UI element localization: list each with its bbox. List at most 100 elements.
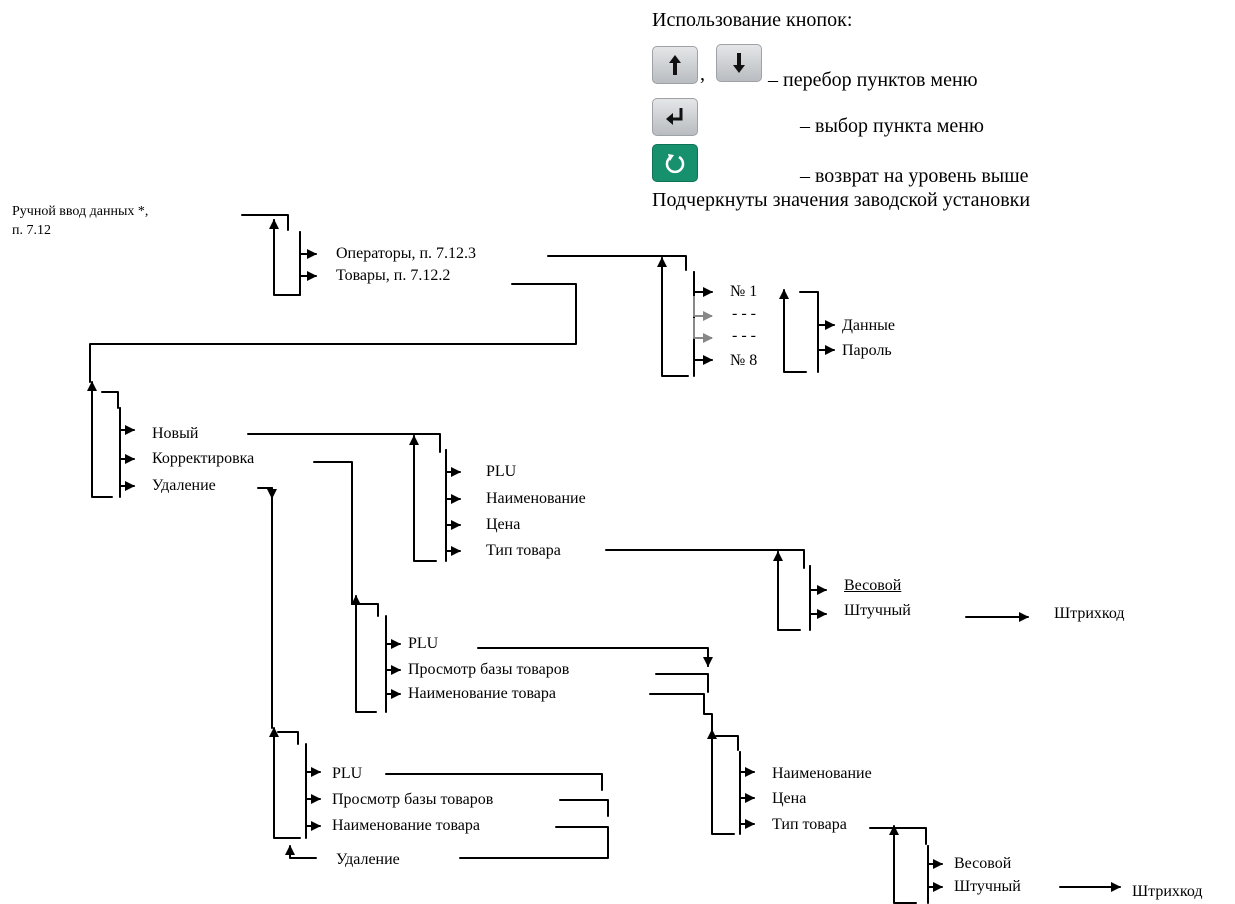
loop-delete: [273, 731, 301, 839]
connector-new: [247, 433, 441, 453]
legend-enter-desc: – выбор пункта меню: [800, 115, 984, 137]
link-goods-bus: [101, 391, 119, 409]
goods-item-new[interactable]: Новый: [152, 425, 199, 442]
connector-edit-name: [649, 693, 713, 731]
connector-del-plu: [385, 773, 603, 791]
legend-title: Использование кнопок:: [652, 9, 853, 31]
goods-item-delete[interactable]: Удаление: [152, 477, 216, 494]
enter-key-button[interactable]: [652, 98, 698, 136]
connector-del-delete: [459, 827, 609, 859]
new-item-name[interactable]: Наименование: [486, 490, 586, 507]
arrow-f-name: [739, 751, 755, 777]
delete-item-browse[interactable]: Просмотр базы товаров: [332, 791, 494, 808]
new-item-plu[interactable]: PLU: [486, 463, 517, 480]
arrow-f-price: [739, 779, 755, 803]
connector-delete: [257, 487, 273, 497]
menu-item-goods[interactable]: Товары, п. 7.12.2: [336, 267, 451, 284]
arrow-new-type: [445, 533, 461, 556]
operator-item-8[interactable]: № 8: [730, 352, 758, 369]
edit-field-price[interactable]: Цена: [772, 790, 807, 807]
arrow-op8: [693, 339, 713, 365]
connector-goods: [89, 283, 577, 383]
arrow-up-icon: [669, 55, 681, 75]
arrow-new-price: [445, 507, 461, 530]
menu-item-operators[interactable]: Операторы, п. 7.12.3: [336, 245, 476, 262]
arrow-edit-name: [385, 675, 401, 699]
edit-type-item-piece[interactable]: Штучный: [954, 878, 1021, 895]
delete-item-delete[interactable]: Удаление: [336, 851, 400, 868]
legend-underline-note: Подчеркнуты значения заводской установки: [652, 189, 1031, 211]
edit-field-type[interactable]: Тип товара: [772, 816, 847, 833]
operator-item-dash-2: - - -: [732, 327, 756, 344]
loop-fields: [711, 733, 735, 835]
arrow-password: [817, 329, 835, 355]
arrow-edit-browse: [385, 649, 401, 675]
edit-type-item-weight[interactable]: Весовой: [954, 855, 1012, 872]
connector-root: [241, 214, 289, 231]
enter-icon: [666, 108, 683, 125]
connector-operators: [547, 255, 687, 271]
connector-edit-browse: [655, 673, 709, 693]
connector-op1: [799, 291, 819, 311]
edit-item-browse[interactable]: Просмотр базы товаров: [408, 661, 570, 678]
loop-edit-type: [893, 827, 917, 904]
type-item-barcode[interactable]: Штрихкод: [1054, 605, 1125, 622]
connector-del-name: [555, 826, 609, 843]
down-key-button[interactable]: [716, 44, 762, 82]
edit-field-name[interactable]: Наименование: [772, 765, 872, 782]
loop-edit: [355, 605, 377, 713]
connector-edit-type: [869, 827, 927, 845]
arrow-delete: [119, 467, 135, 491]
root-section: п. 7.12: [12, 223, 51, 238]
arrow-f-type: [739, 805, 755, 829]
arrow-del-browse: [305, 777, 321, 804]
operator-sub-data[interactable]: Данные: [842, 317, 895, 334]
up-key-button[interactable]: [652, 46, 698, 84]
edit-item-by-name[interactable]: Наименование товара: [408, 685, 557, 702]
arrow-op1: [693, 271, 713, 297]
arrow-new-plu: [445, 449, 461, 477]
arrow-del-plu: [305, 747, 321, 777]
return-key-button[interactable]: [652, 144, 698, 182]
arrow-operators: [299, 231, 317, 259]
loop-new: [413, 435, 437, 562]
delete-item-plu[interactable]: PLU: [332, 765, 363, 782]
operator-item-dash-1: - - -: [732, 305, 756, 322]
connector-edit: [313, 461, 353, 605]
link-fields-top: [715, 735, 739, 751]
loop-goods: [91, 384, 113, 498]
delete-item-by-name[interactable]: Наименование товара: [332, 817, 481, 834]
arrow-weight: [809, 565, 827, 595]
type-item-piece[interactable]: Штучный: [844, 602, 911, 619]
arrow-edit-plu: [385, 623, 401, 649]
operator-item-1[interactable]: № 1: [730, 283, 758, 300]
loop-type: [777, 551, 801, 631]
arrow-edit-piece: [927, 871, 943, 892]
root-title: Ручной ввод данных *,: [12, 204, 149, 219]
legend-back-desc: – возврат на уровень выше: [800, 165, 1029, 187]
edit-item-plu[interactable]: PLU: [408, 635, 439, 652]
link-edit-top: [359, 603, 379, 617]
legend-comma: ,: [700, 63, 705, 85]
arrow-piece: [809, 597, 827, 619]
edit-type-item-barcode[interactable]: Штрихкод: [1132, 883, 1203, 900]
arrow-data: [817, 309, 835, 330]
type-item-weight[interactable]: Весовой: [844, 577, 902, 594]
arrow-del-return: [285, 845, 317, 859]
new-item-price[interactable]: Цена: [486, 516, 521, 533]
connector-type: [605, 549, 805, 569]
goods-item-edit[interactable]: Корректировка: [152, 450, 255, 467]
loop-operators: [661, 257, 689, 377]
arrow-down-icon: [733, 53, 745, 73]
connector-del-browse: [559, 799, 609, 817]
arrow-op-dash2: [693, 318, 713, 343]
link-delete-top: [277, 731, 299, 745]
arrow-goods: [299, 253, 317, 281]
operator-sub-password[interactable]: Пароль: [842, 342, 892, 359]
arrow-edit: [119, 439, 135, 464]
arrow-op-dash1: [693, 296, 713, 321]
arrow-del-name: [305, 805, 321, 831]
new-item-type[interactable]: Тип товара: [486, 542, 561, 559]
loop-opsub: [783, 291, 807, 373]
